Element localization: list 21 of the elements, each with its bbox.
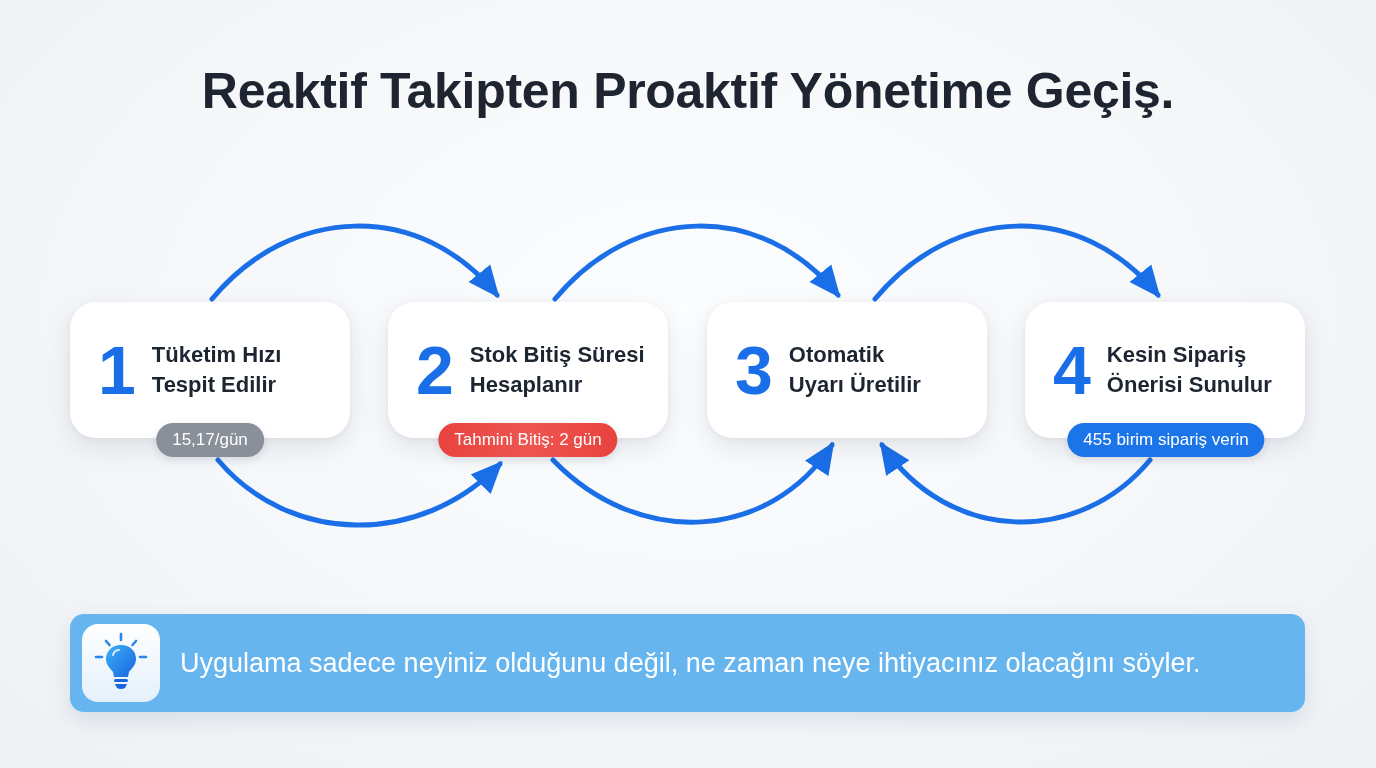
tip-banner [70, 614, 1305, 712]
step-title: Stok Bitiş Süresi Hesaplanır [469, 341, 646, 399]
step-title: Kesin Sipariş Önerisi Sunulur [1106, 341, 1273, 399]
curved-arrow [215, 457, 503, 528]
step-number: 3 [735, 337, 773, 403]
order-badge: 455 birim sipariş verin [1067, 423, 1265, 457]
curved-arrow [550, 441, 835, 525]
step-title: Tüketim Hızı Tespit Edilir [151, 341, 283, 399]
curved-arrow [552, 223, 841, 302]
tip-text: Uygulama sadece neyiniz olduğunu değil, ne zaman neye ihtiyacınız olacağını söyler. [180, 647, 1201, 680]
curved-arrow [872, 223, 1161, 302]
deadline-badge: Tahmini Bitiş: 2 gün [438, 423, 618, 457]
curved-arrow [209, 223, 500, 302]
diagram-title: Reaktif Takipten Proaktif Yönetime Geçiş. [201, 62, 1175, 121]
step-number: 4 [1053, 337, 1091, 403]
rate-badge: 15,17/gün [156, 423, 264, 457]
step-number: 1 [98, 337, 136, 403]
step-number: 2 [416, 337, 454, 403]
step-card [707, 302, 987, 438]
curved-arrow [879, 441, 1153, 525]
step-title: Otomatik Uyarı Üretilir [788, 341, 922, 399]
